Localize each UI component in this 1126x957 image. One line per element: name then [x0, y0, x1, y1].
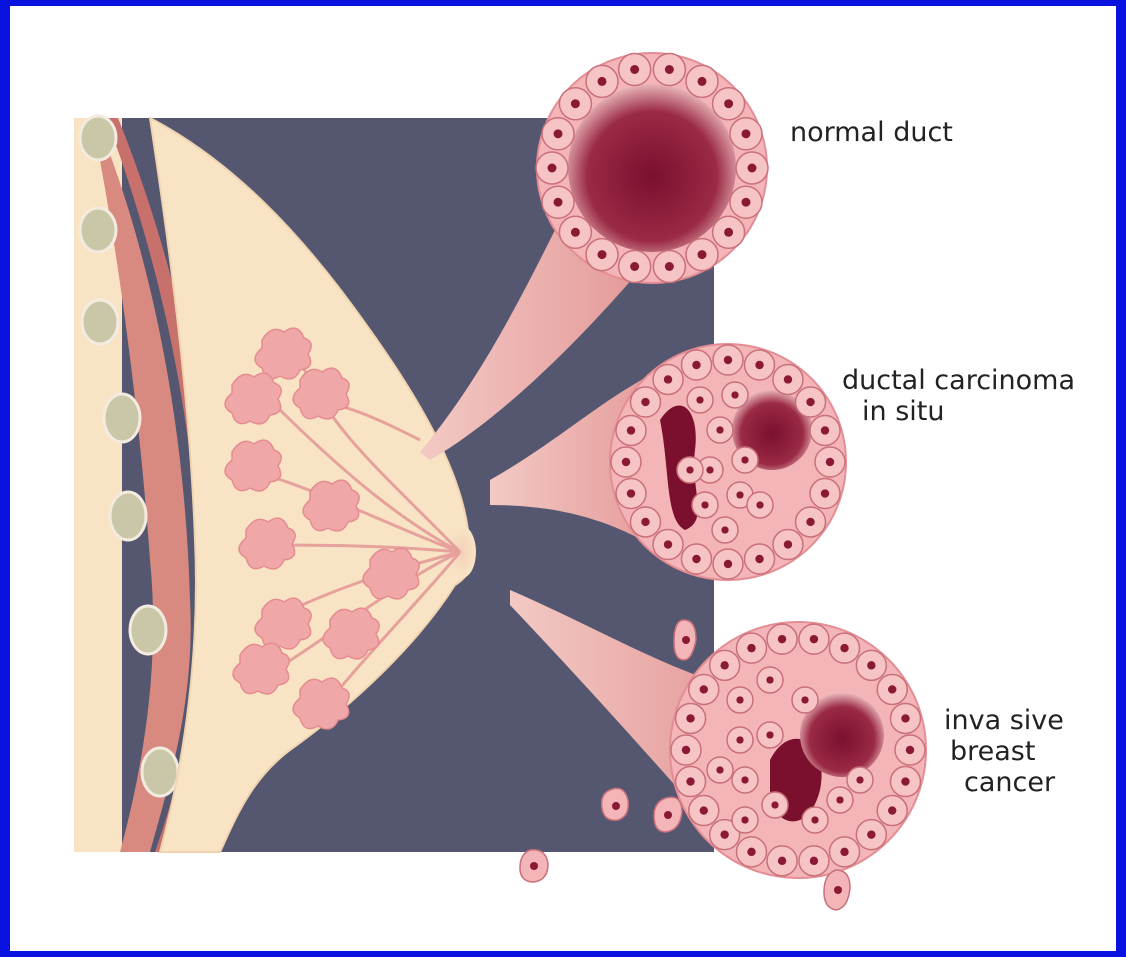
cell-nucleus	[826, 458, 834, 466]
cell-nucleus	[867, 830, 875, 838]
cell-nucleus	[721, 526, 728, 533]
cell-nucleus	[716, 766, 723, 773]
cell-nucleus	[622, 458, 630, 466]
cell-nucleus	[627, 489, 635, 497]
cell-nucleus	[720, 661, 728, 669]
cell-nucleus	[741, 816, 748, 823]
cell-nucleus	[724, 560, 732, 568]
cell-nucleus	[840, 848, 848, 856]
cell-nucleus	[747, 644, 755, 652]
cell-nucleus	[856, 776, 863, 783]
cell-nucleus	[784, 540, 792, 548]
cell-nucleus	[698, 250, 707, 259]
cell-nucleus	[736, 491, 743, 498]
cell-nucleus	[724, 356, 732, 364]
cell-nucleus	[706, 466, 713, 473]
cell-nucleus	[836, 796, 843, 803]
cell-nucleus	[571, 99, 580, 108]
cell-nucleus	[755, 555, 763, 563]
dcis-duct-icon	[610, 344, 846, 580]
cell-nucleus	[731, 391, 738, 398]
cell-nucleus	[811, 816, 818, 823]
cell-nucleus	[686, 466, 693, 473]
cell-nucleus	[766, 731, 773, 738]
cell-nucleus	[686, 714, 694, 722]
cell-nucleus	[664, 375, 672, 383]
cell-nucleus	[696, 396, 703, 403]
cell-nucleus	[627, 426, 635, 434]
cell-nucleus	[756, 501, 763, 508]
cell-nucleus	[810, 635, 818, 643]
cell-nucleus	[641, 518, 649, 526]
cell-nucleus	[766, 676, 773, 683]
cell-nucleus	[821, 489, 829, 497]
cell-nucleus	[741, 198, 750, 207]
cell-nucleus	[901, 714, 909, 722]
cell-nucleus	[598, 250, 607, 259]
label-normal-duct: normal duct	[790, 118, 953, 148]
cell-nucleus	[700, 685, 708, 693]
cell-nucleus	[665, 262, 674, 271]
cell-nucleus	[698, 77, 707, 86]
cell-nucleus	[810, 857, 818, 865]
cell-nucleus	[906, 746, 914, 754]
label-dcis-line1: ductal carcinoma	[842, 366, 1075, 396]
cell-nucleus	[692, 555, 700, 563]
cell-nucleus	[806, 518, 814, 526]
cell-nucleus	[571, 228, 580, 237]
cell-nucleus	[700, 806, 708, 814]
normal-duct-icon	[536, 53, 768, 283]
cell-nucleus	[692, 361, 700, 369]
cell-nucleus	[598, 77, 607, 86]
cell-nucleus	[724, 99, 733, 108]
cell-nucleus	[630, 262, 639, 271]
cell-nucleus	[748, 164, 757, 173]
cell-nucleus	[801, 696, 808, 703]
cell-nucleus	[888, 685, 896, 693]
cell-nucleus	[821, 426, 829, 434]
label-dcis-line2: in situ	[862, 397, 944, 427]
cell-nucleus	[840, 644, 848, 652]
cell-nucleus	[741, 776, 748, 783]
cell-nucleus	[724, 228, 733, 237]
cell-nucleus	[720, 830, 728, 838]
cell-nucleus	[548, 164, 557, 173]
cell-nucleus	[784, 375, 792, 383]
cell-nucleus	[630, 65, 639, 74]
cell-nucleus	[747, 848, 755, 856]
cell-nucleus	[682, 746, 690, 754]
cell-nucleus	[736, 736, 743, 743]
cell-nucleus	[641, 398, 649, 406]
cell-nucleus	[771, 801, 778, 808]
cell-nucleus	[664, 540, 672, 548]
label-invasive-line2: breast	[950, 737, 1035, 767]
cell-nucleus	[867, 661, 875, 669]
cell-nucleus	[554, 198, 563, 207]
cell-nucleus	[888, 806, 896, 814]
cell-nucleus	[806, 398, 814, 406]
cell-nucleus	[701, 501, 708, 508]
cell-nucleus	[778, 635, 786, 643]
cell-nucleus	[665, 65, 674, 74]
cell-nucleus	[901, 777, 909, 785]
cell-nucleus	[554, 129, 563, 138]
cell-nucleus	[755, 361, 763, 369]
cell-nucleus	[736, 696, 743, 703]
label-invasive-line3: cancer	[964, 768, 1055, 798]
cell-nucleus	[778, 857, 786, 865]
cell-nucleus	[741, 456, 748, 463]
invasive-duct-icon	[670, 622, 926, 878]
cell-nucleus	[686, 777, 694, 785]
cell-nucleus	[741, 129, 750, 138]
label-invasive-line1: inva sive	[944, 706, 1064, 736]
cell-nucleus	[716, 426, 723, 433]
